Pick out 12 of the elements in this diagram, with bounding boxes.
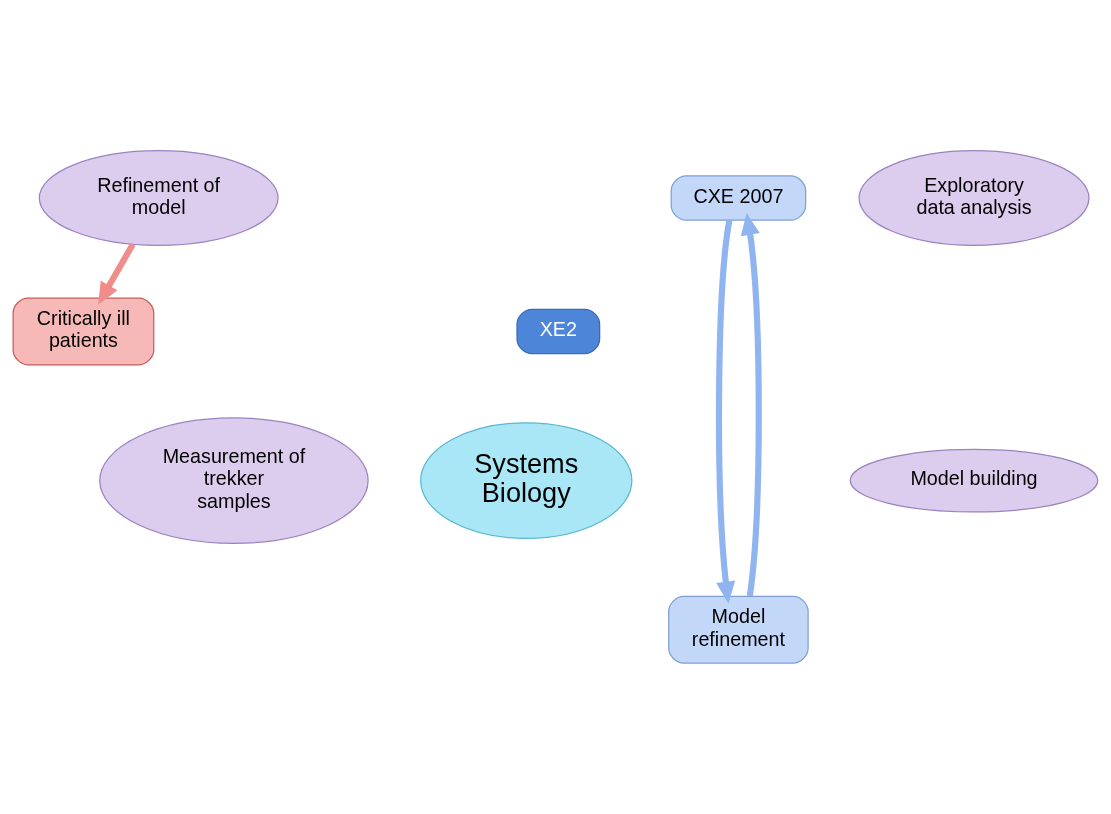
node-ellipse: Systems Biology (420, 422, 633, 539)
node-box: XE2 (516, 308, 601, 355)
node-ellipse: Measurement of trekker samples (99, 417, 369, 544)
node-ellipse: Exploratory data analysis (858, 150, 1090, 246)
arrow (740, 212, 762, 597)
node-ellipse: Model building (849, 448, 1099, 513)
node-box: Critically ill patients (12, 297, 155, 366)
node-box: Model refinement (668, 595, 809, 664)
arrow (715, 220, 736, 604)
node-box: CXE 2007 (670, 175, 807, 221)
node-ellipse: Refinement of model (38, 150, 279, 246)
arrow (98, 242, 136, 305)
